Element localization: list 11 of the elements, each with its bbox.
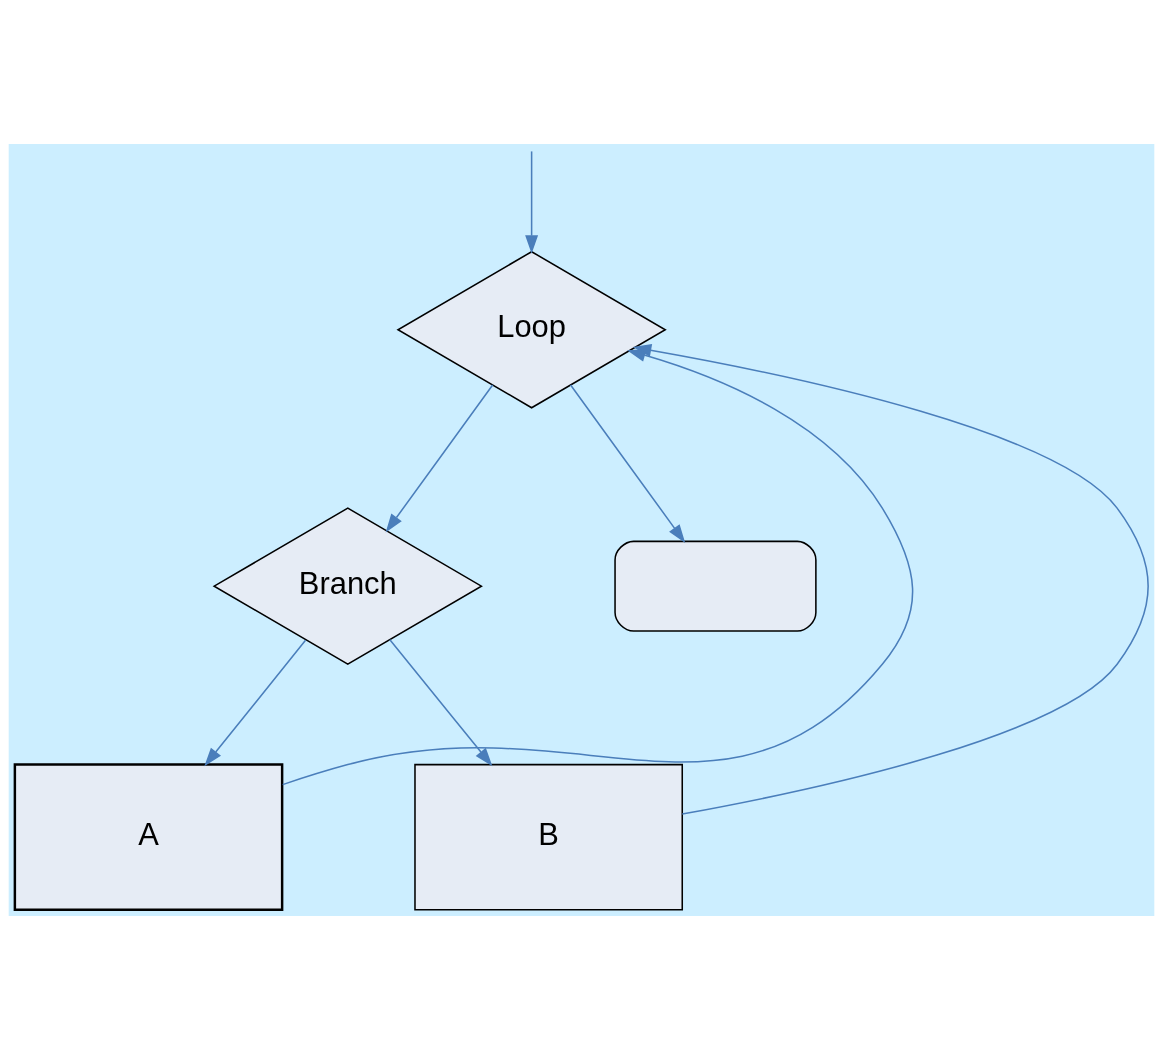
arrow xyxy=(204,639,307,766)
arrow xyxy=(632,343,1149,815)
node-box: B xyxy=(414,763,683,911)
node-pill xyxy=(614,540,817,632)
arrow xyxy=(385,383,494,532)
node-box: A xyxy=(13,762,284,911)
node-diamond: Loop xyxy=(396,250,667,409)
arrow xyxy=(389,638,493,766)
node-diamond: Branch xyxy=(212,506,483,665)
arrow xyxy=(569,383,686,543)
arrow xyxy=(525,150,539,254)
